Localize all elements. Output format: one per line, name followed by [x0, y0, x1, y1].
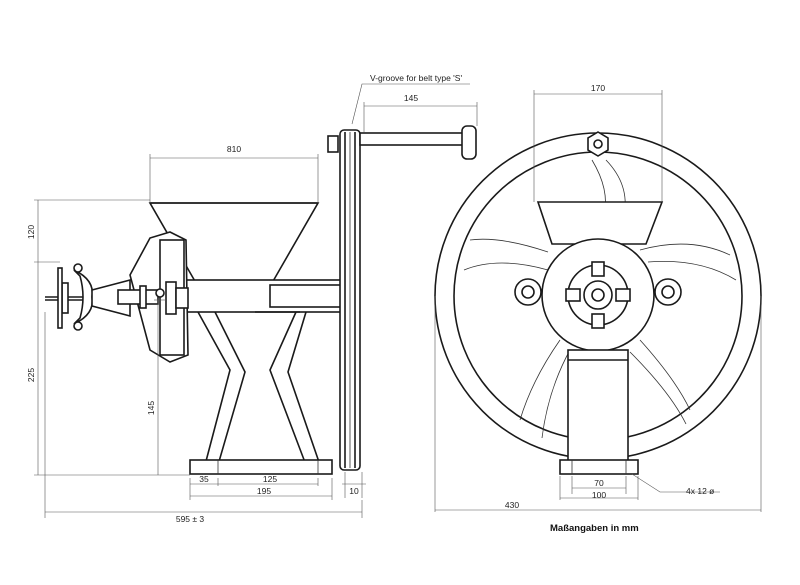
- column: [567, 349, 629, 463]
- dim-430: 430: [505, 500, 519, 510]
- units-caption: Maßangaben in mm: [550, 523, 639, 534]
- front-view: [434, 90, 762, 512]
- front-leg: [197, 311, 246, 466]
- dim-125: 125: [263, 474, 277, 484]
- belt-note: V-groove for belt type 'S': [370, 73, 462, 83]
- dim-195: 195: [257, 486, 271, 496]
- crank-arm: [359, 132, 464, 146]
- dim-145-leg: 145: [146, 401, 156, 415]
- side-view: [34, 83, 478, 518]
- hopper-front: [536, 201, 664, 245]
- dim-70: 70: [594, 478, 604, 488]
- dim-10: 10: [349, 486, 359, 496]
- base-front: [559, 459, 639, 475]
- holes-note: 4x 12 ø: [686, 486, 714, 496]
- dim-595: 595 ± 3: [176, 514, 205, 524]
- base-foot: [189, 459, 333, 475]
- side-dimensions: [34, 83, 478, 518]
- front-dimensions: [434, 90, 762, 512]
- dim-100: 100: [592, 490, 606, 500]
- rear-leg: [269, 311, 322, 466]
- dim-225: 225: [26, 368, 36, 382]
- crank-handle: [461, 125, 477, 160]
- dim-170: 170: [591, 83, 605, 93]
- labels: 810 145 V-groove for belt type 'S' 120 2…: [26, 73, 714, 534]
- dim-crank-145: 145: [404, 93, 418, 103]
- dim-810: 810: [227, 144, 241, 154]
- dim-120: 120: [26, 225, 36, 239]
- dim-35: 35: [199, 474, 209, 484]
